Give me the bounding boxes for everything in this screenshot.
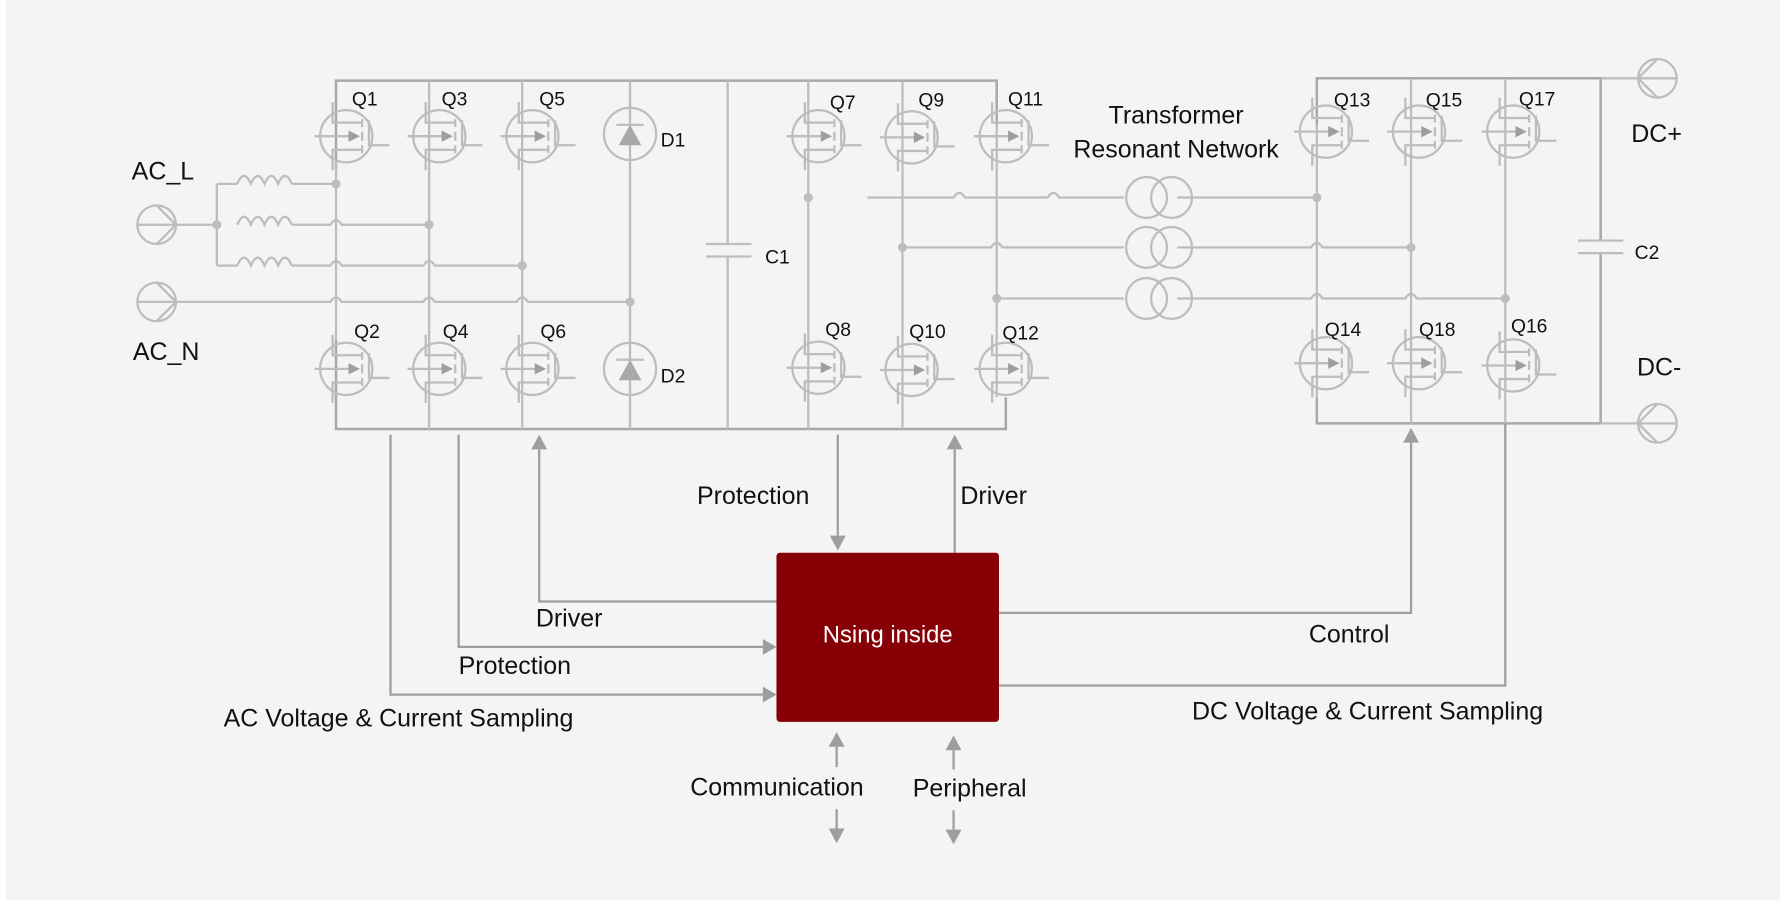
label-q18: Q18 xyxy=(1419,320,1455,341)
label-dc-minus: DC- xyxy=(1637,354,1681,382)
label-q11: Q11 xyxy=(1008,90,1043,111)
label-dc-plus: DC+ xyxy=(1631,120,1682,148)
label-q9: Q9 xyxy=(918,91,944,112)
controller-chip xyxy=(776,552,999,722)
label-q1: Q1 xyxy=(352,90,378,111)
control-signals: Nsing inside Driver Protection AC Voltag… xyxy=(224,423,1543,845)
label-q6: Q6 xyxy=(540,322,566,343)
label-q5: Q5 xyxy=(539,90,565,111)
label-ac-l: AC_L xyxy=(132,157,195,185)
label-q4: Q4 xyxy=(443,322,469,343)
controller-label: Nsing inside xyxy=(823,621,953,648)
label-q10: Q10 xyxy=(909,322,945,343)
label-q17: Q17 xyxy=(1519,90,1555,111)
label-resonant-network: Resonant Network xyxy=(1073,136,1279,164)
signal-label-driver-top: Driver xyxy=(960,482,1027,510)
label-transformer: Transformer xyxy=(1109,102,1244,130)
label-q13: Q13 xyxy=(1334,91,1370,112)
label-q2: Q2 xyxy=(354,322,380,343)
label-q12: Q12 xyxy=(1002,323,1038,344)
label-c1: C1 xyxy=(765,247,790,268)
signal-label-ac-sampling: AC Voltage & Current Sampling xyxy=(224,704,574,732)
signal-label-driver-left: Driver xyxy=(536,604,603,632)
label-d1: D1 xyxy=(661,130,686,151)
signal-label-protection-top: Protection xyxy=(697,482,809,510)
signal-label-communication: Communication xyxy=(690,774,863,802)
transformer-network: Transformer Resonant Network xyxy=(1073,102,1279,321)
label-q3: Q3 xyxy=(442,90,468,111)
label-q15: Q15 xyxy=(1426,91,1462,112)
llc-primary-stage: Q7 Q9 Q11 Q8 Q10 Q12 xyxy=(785,80,1124,430)
signal-label-control: Control xyxy=(1309,620,1390,648)
signal-label-peripheral: Peripheral xyxy=(913,775,1027,803)
pfc-stage: Q1 Q3 Q5 Q2 Q4 Q6 D1 D2 C1 AC_L AC_N xyxy=(132,79,1008,431)
label-c2: C2 xyxy=(1635,243,1660,264)
diagram-background xyxy=(5,0,1780,900)
signal-label-dc-sampling: DC Voltage & Current Sampling xyxy=(1192,698,1543,726)
label-q8: Q8 xyxy=(825,320,851,341)
label-q7: Q7 xyxy=(830,93,856,114)
label-d2: D2 xyxy=(661,366,686,387)
signal-label-protection-left: Protection xyxy=(459,652,571,680)
label-q16: Q16 xyxy=(1511,317,1547,338)
label-ac-n: AC_N xyxy=(133,338,200,366)
label-q14: Q14 xyxy=(1325,320,1362,341)
secondary-rectifier-stage: Q13 Q15 Q17 Q14 Q18 Q16 C2 DC+ DC- xyxy=(1177,57,1682,444)
